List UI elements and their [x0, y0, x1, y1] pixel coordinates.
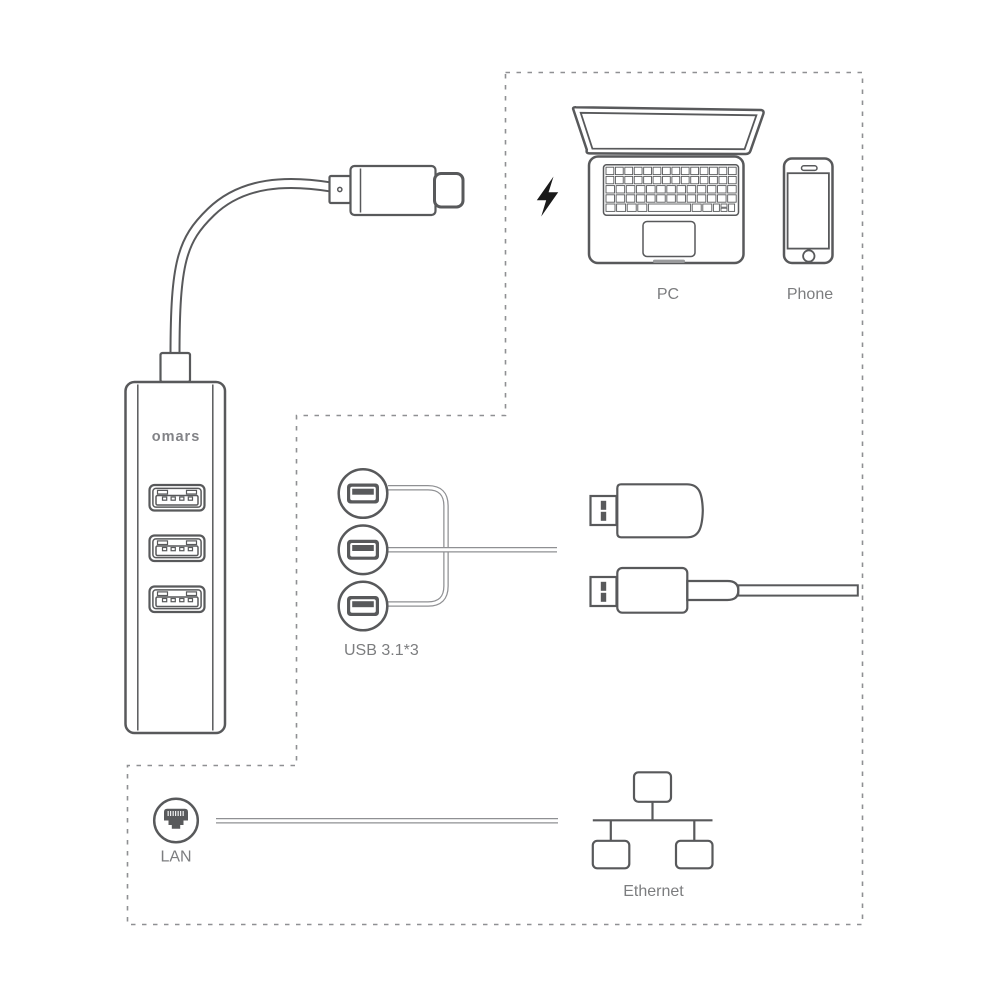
phone-icon [782, 157, 834, 265]
hub-body: omars [124, 380, 227, 735]
phone-label: Phone [787, 286, 833, 303]
usb-connection-lines [388, 485, 557, 607]
usb-cable-icon [589, 566, 859, 614]
laptop-keyboard-keys [605, 166, 737, 212]
dashed-boundary [126, 71, 864, 926]
usb-port-circle-3-icon [337, 580, 389, 632]
brand-logo: omars [152, 429, 201, 445]
laptop-trackpad [642, 220, 696, 258]
rj45-lan-icon [152, 797, 200, 844]
laptop-icon [571, 105, 765, 265]
ethernet-network-icon [591, 771, 714, 870]
lightning-bolt-icon [536, 176, 559, 217]
usb-c-hub: omars [124, 164, 465, 735]
hosts-section: PC Phone [536, 105, 834, 303]
hub-usb-port-3-icon [148, 585, 206, 614]
hub-usb-port-1-icon [148, 483, 206, 512]
hub-usb-port-2-icon [148, 534, 206, 563]
usb-c-cable [169, 177, 332, 357]
lan-label: LAN [160, 849, 191, 866]
usb-c-connector-icon [328, 164, 465, 217]
lan-section: LAN Ethernet [152, 771, 714, 900]
pc-label: PC [657, 286, 679, 303]
ethernet-label: Ethernet [623, 883, 684, 900]
usb-port-circle-2-icon [337, 524, 389, 576]
cable-strain-relief [159, 351, 192, 384]
usb-flash-drive-icon [589, 483, 704, 539]
usb-label: USB 3.1*3 [344, 642, 419, 659]
usb-section: USB 3.1*3 [337, 467, 859, 659]
usb-port-circle-1-icon [337, 467, 389, 520]
